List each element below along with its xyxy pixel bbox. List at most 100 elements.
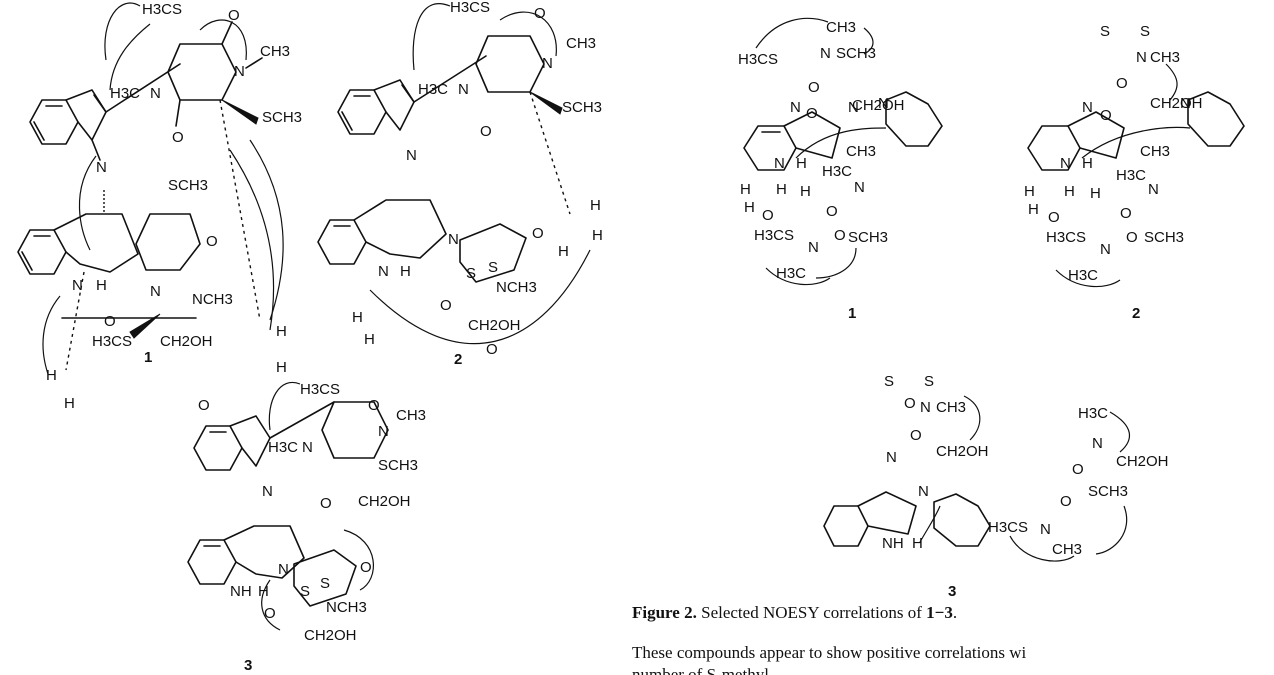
structure-2-hmbc-label: 2 bbox=[454, 351, 462, 368]
atom-label-o5-n1: O bbox=[834, 227, 846, 244]
atom-label-h3cs-2-n1: H3CS bbox=[754, 227, 794, 244]
atom-label-o2-n3: O bbox=[910, 427, 922, 444]
atom-label-h3c-n2: H3C bbox=[1116, 167, 1146, 184]
atom-label-h4-n1: H bbox=[800, 183, 811, 200]
atom-label-ch3-c2: CH3 bbox=[566, 35, 596, 52]
atom-label-o2-n1: O bbox=[806, 105, 818, 122]
atom-label-ch2oh-n1: CH2OH bbox=[852, 97, 905, 114]
atom-label-ch3-n3: CH3 bbox=[936, 399, 966, 416]
atom-label-nch3-c2: NCH3 bbox=[496, 279, 537, 296]
atom-label-n2: N bbox=[150, 85, 161, 102]
atom-label-ch3-2-n1: CH3 bbox=[846, 143, 876, 160]
atom-label-h5-c2: H bbox=[590, 197, 601, 214]
atom-label-n4-n3: N bbox=[918, 483, 929, 500]
atom-label-n2-n1: N bbox=[790, 99, 801, 116]
atom-label-o-n2: O bbox=[1116, 75, 1128, 92]
atom-label-h3cs-c2: H3CS bbox=[450, 0, 490, 16]
atom-label-n2-c3: N bbox=[302, 439, 313, 456]
atom-label-h3-n2: H bbox=[1064, 183, 1075, 200]
atom-label-h5-n2: H bbox=[1028, 201, 1039, 218]
atom-label-sch3-n1: SCH3 bbox=[836, 45, 876, 62]
atom-label-n3-c3: N bbox=[378, 423, 389, 440]
atom-label-h3c-2-n2: H3C bbox=[1068, 267, 1098, 284]
atom-label-n5-n3: N bbox=[1040, 521, 1051, 538]
atom-label-o3-n1: O bbox=[762, 207, 774, 224]
atom-label-ch3-c3: CH3 bbox=[396, 407, 426, 424]
atom-label-h3c-c3: H3C bbox=[268, 439, 298, 456]
atom-label-h-n1: H bbox=[796, 155, 807, 172]
figure-2-caption-range: 1−3 bbox=[926, 603, 953, 622]
atom-label-sch3-n2: SCH3 bbox=[1144, 229, 1184, 246]
atom-label-ch2oh: CH2OH bbox=[160, 333, 213, 350]
atom-label-n3-n1: N bbox=[848, 99, 859, 116]
atom-label-h5-n1: H bbox=[744, 199, 755, 216]
atom-label-n5-n1: N bbox=[774, 155, 785, 172]
atom-label-n-c2: N bbox=[406, 147, 417, 164]
atom-label-s1-n3: S bbox=[884, 373, 894, 390]
structure-3-hmbc: N H3CS O H3C N N CH3 SCH3 O CH2OH NH H N… bbox=[187, 381, 426, 644]
atom-label-ch2oh2-c3: CH2OH bbox=[304, 627, 357, 644]
atom-label-o4-c3: O bbox=[264, 605, 276, 622]
atom-label-h6-c2: H bbox=[592, 227, 603, 244]
structure-3-hmbc-label: 3 bbox=[244, 657, 252, 674]
compound-label-3: 3 bbox=[244, 657, 252, 674]
atom-label-ch3-n2: CH3 bbox=[1150, 49, 1180, 66]
atom-label-h3c-2-n1: H3C bbox=[776, 265, 806, 282]
atom-label-h3cs: H3CS bbox=[142, 1, 182, 18]
atom-label-o-n3: O bbox=[904, 395, 916, 412]
atom-label-o2-c3: O bbox=[320, 495, 332, 512]
compound-label-2-noesy: 2 bbox=[1132, 305, 1140, 322]
atom-label-o-n1: O bbox=[808, 79, 820, 96]
atom-label-nh-c3: NH bbox=[230, 583, 252, 600]
atom-label-ch3-n1: CH3 bbox=[826, 19, 856, 36]
atom-label-o5-n2: O bbox=[1126, 229, 1138, 246]
atom-label-n5-c2: N bbox=[448, 231, 459, 248]
atom-label-n-n3: N bbox=[920, 399, 931, 416]
atom-label-n7-n1: N bbox=[808, 239, 819, 256]
atom-label-sch3-2: SCH3 bbox=[168, 177, 208, 194]
atom-label-h3c-c2: H3C bbox=[418, 81, 448, 98]
atom-label-n2-n2: N bbox=[1082, 99, 1093, 116]
atom-label-o-c2: O bbox=[534, 5, 546, 22]
atom-label-o4-n3: O bbox=[1060, 493, 1072, 510]
atom-label-n5: N bbox=[150, 283, 161, 300]
atom-label-s1-c2: S bbox=[466, 265, 476, 282]
figure-2-caption: Figure 2. Selected NOESY correlations of… bbox=[632, 603, 1272, 623]
atom-label-o4-n2: O bbox=[1120, 205, 1132, 222]
atom-label-s2-c3: S bbox=[320, 575, 330, 592]
atom-label-s1-c3: S bbox=[300, 583, 310, 600]
atom-label-o3-c3: O bbox=[360, 559, 372, 576]
atom-label-n4-c2: N bbox=[378, 263, 389, 280]
structure-2-hmbc: N H3CS O H3C N N CH3 SCH3 O N H N S S NC… bbox=[317, 0, 603, 358]
atom-label-n2-c2: N bbox=[458, 81, 469, 98]
atom-label-h3-n1: H bbox=[776, 181, 787, 198]
atom-label-n6-n1: N bbox=[854, 179, 865, 196]
body-paragraph-line-2: number of S-methyl bbox=[632, 665, 769, 675]
atom-label-n3: N bbox=[234, 63, 245, 80]
atom-label-h2: H bbox=[46, 367, 57, 384]
atom-label-s2-n3: S bbox=[924, 373, 934, 390]
atom-label-n3-c2: N bbox=[542, 55, 553, 72]
atom-label-h3cs-2: H3CS bbox=[92, 333, 132, 350]
atom-label-h-n3: H bbox=[912, 535, 923, 552]
structure-3-noesy-label: 3 bbox=[948, 583, 956, 600]
compound-label-1: 1 bbox=[144, 349, 152, 366]
atom-label-nch3-c3: NCH3 bbox=[326, 599, 367, 616]
atom-label-sch3-c3: SCH3 bbox=[378, 457, 418, 474]
compound-label-3-noesy: 3 bbox=[948, 583, 956, 600]
atom-label-o: O bbox=[228, 7, 240, 24]
atom-label-h4-c2: H bbox=[558, 243, 569, 260]
atom-label-ch2oh-2-n3: CH2OH bbox=[1116, 453, 1169, 470]
atom-label-nch3: NCH3 bbox=[192, 291, 233, 308]
atom-label-h3cs-n3: H3CS bbox=[988, 519, 1028, 536]
atom-label-n2-n3: N bbox=[886, 449, 897, 466]
atom-label-sch3-n3: SCH3 bbox=[1088, 483, 1128, 500]
atom-label-s1-n2: S bbox=[1100, 23, 1110, 40]
atom-label-o3-n2: O bbox=[1048, 209, 1060, 226]
structure-3-noesy: S S O N CH3 CH2OH O N H3C N O CH2OH N NH… bbox=[823, 373, 1169, 562]
atom-label-o2-c2: O bbox=[480, 123, 492, 140]
structure-2-noesy-label: 2 bbox=[1132, 305, 1140, 322]
atom-label-o3-n3: O bbox=[1072, 461, 1084, 478]
structure-1-noesy: CH3 N SCH3 H3CS O CH2OH N O N N N H CH3 … bbox=[738, 17, 943, 286]
atom-label-n-c3: N bbox=[262, 483, 273, 500]
